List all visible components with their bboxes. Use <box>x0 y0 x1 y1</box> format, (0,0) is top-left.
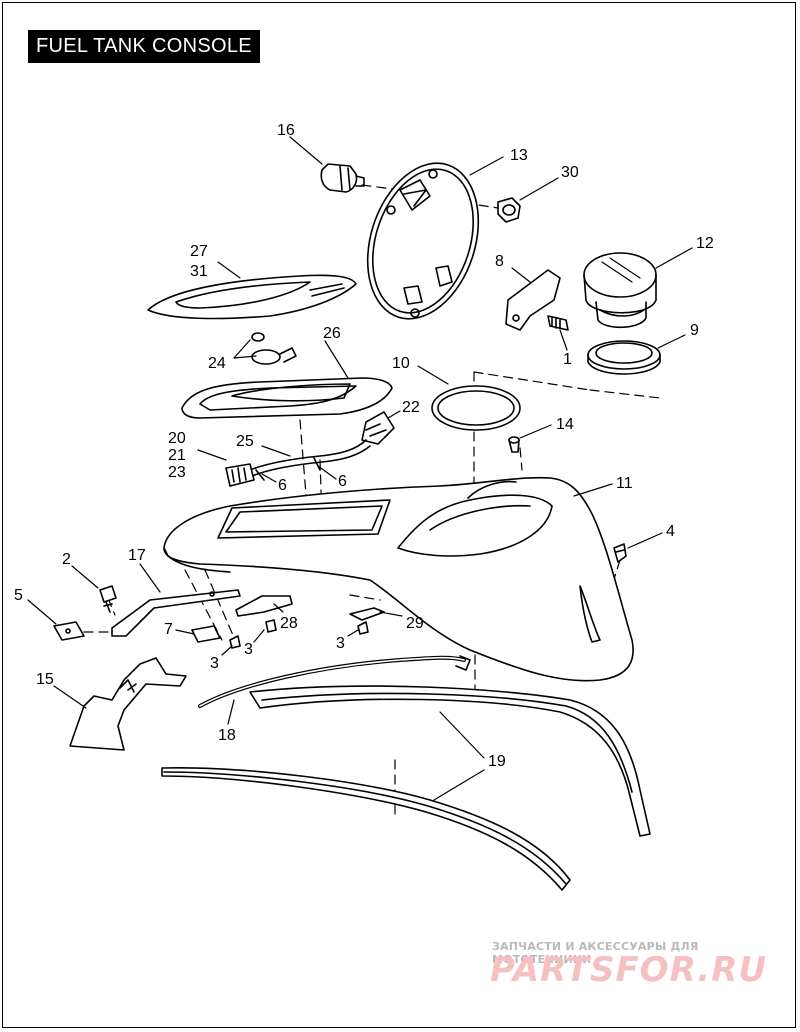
callout-3c: 3 <box>336 635 345 652</box>
part-17-bracket <box>111 589 241 637</box>
callout-6a: 6 <box>278 477 287 494</box>
callout-6b: 6 <box>338 473 347 490</box>
callout-4: 4 <box>666 523 675 540</box>
part-30-nut <box>497 197 521 223</box>
part-7-tab <box>191 625 221 643</box>
callout-24: 24 <box>208 355 226 372</box>
part-24-clip <box>251 332 297 365</box>
leader-lines <box>27 136 693 801</box>
callout-15: 15 <box>36 671 54 688</box>
callout-3a: 3 <box>210 655 219 672</box>
callout-12: 12 <box>696 235 714 252</box>
part-12-fuel-cap <box>583 252 657 329</box>
part-14-plug <box>508 436 520 453</box>
part-19-trim-strips <box>161 685 651 891</box>
callout-23: 23 <box>168 464 186 481</box>
part-8-bracket <box>505 269 561 331</box>
callout-19: 19 <box>488 753 506 770</box>
callout-22: 22 <box>402 399 420 416</box>
callout-28: 28 <box>280 615 298 632</box>
diagram-title: FUEL TANK CONSOLE <box>28 30 260 63</box>
part-28-pad <box>235 595 293 617</box>
callout-17: 17 <box>128 547 146 564</box>
part-27-console-insert <box>147 274 357 320</box>
part-13-gauge-plate <box>366 162 480 320</box>
part-25-wire-harness <box>225 439 371 487</box>
callout-25: 25 <box>236 433 254 450</box>
callout-10: 10 <box>392 355 410 372</box>
part-16-lamp-socket <box>320 163 365 193</box>
callout-11: 11 <box>616 475 633 492</box>
callout-3b: 3 <box>244 641 253 658</box>
part-10-o-ring <box>431 385 521 431</box>
callout-14: 14 <box>556 416 574 433</box>
watermark-subtitle: ЗАПЧАСТИ И АКСЕССУАРЫ ДЛЯ МОТОТЕХНИКИ <box>492 940 699 966</box>
callout-21: 21 <box>168 447 186 464</box>
callout-8: 8 <box>495 253 504 270</box>
callout-27: 27 <box>190 243 208 260</box>
callout-1: 1 <box>563 351 572 368</box>
part-1-screw <box>547 315 569 331</box>
watermark-logo: PARTSFOR.RU <box>490 950 768 990</box>
callout-5: 5 <box>14 587 23 604</box>
part-11-console-body <box>163 476 634 682</box>
callout-29: 29 <box>406 615 424 632</box>
part-29-pad <box>349 607 385 621</box>
callout-9: 9 <box>690 322 699 339</box>
callout-20: 20 <box>168 430 186 447</box>
callout-18: 18 <box>218 727 236 744</box>
part-15-mount-bracket <box>69 657 187 751</box>
part-9-gasket <box>587 340 661 375</box>
callout-labels: 16 13 30 27 31 12 8 9 1 26 24 10 22 14 2… <box>14 122 714 770</box>
callout-31: 31 <box>190 263 208 280</box>
callout-7: 7 <box>164 621 173 638</box>
part-22-connector <box>361 411 395 445</box>
callout-26: 26 <box>323 325 341 342</box>
callout-2: 2 <box>62 551 71 568</box>
part-2-screw <box>99 585 117 613</box>
part-26-bezel <box>181 377 393 419</box>
callout-13: 13 <box>510 147 528 164</box>
callout-16: 16 <box>277 122 295 139</box>
part-4-screw <box>613 543 627 563</box>
part-5-clip-nut <box>53 621 85 641</box>
part-18-hose <box>198 655 471 708</box>
callout-30: 30 <box>561 164 579 181</box>
part-3-screws <box>229 619 369 649</box>
